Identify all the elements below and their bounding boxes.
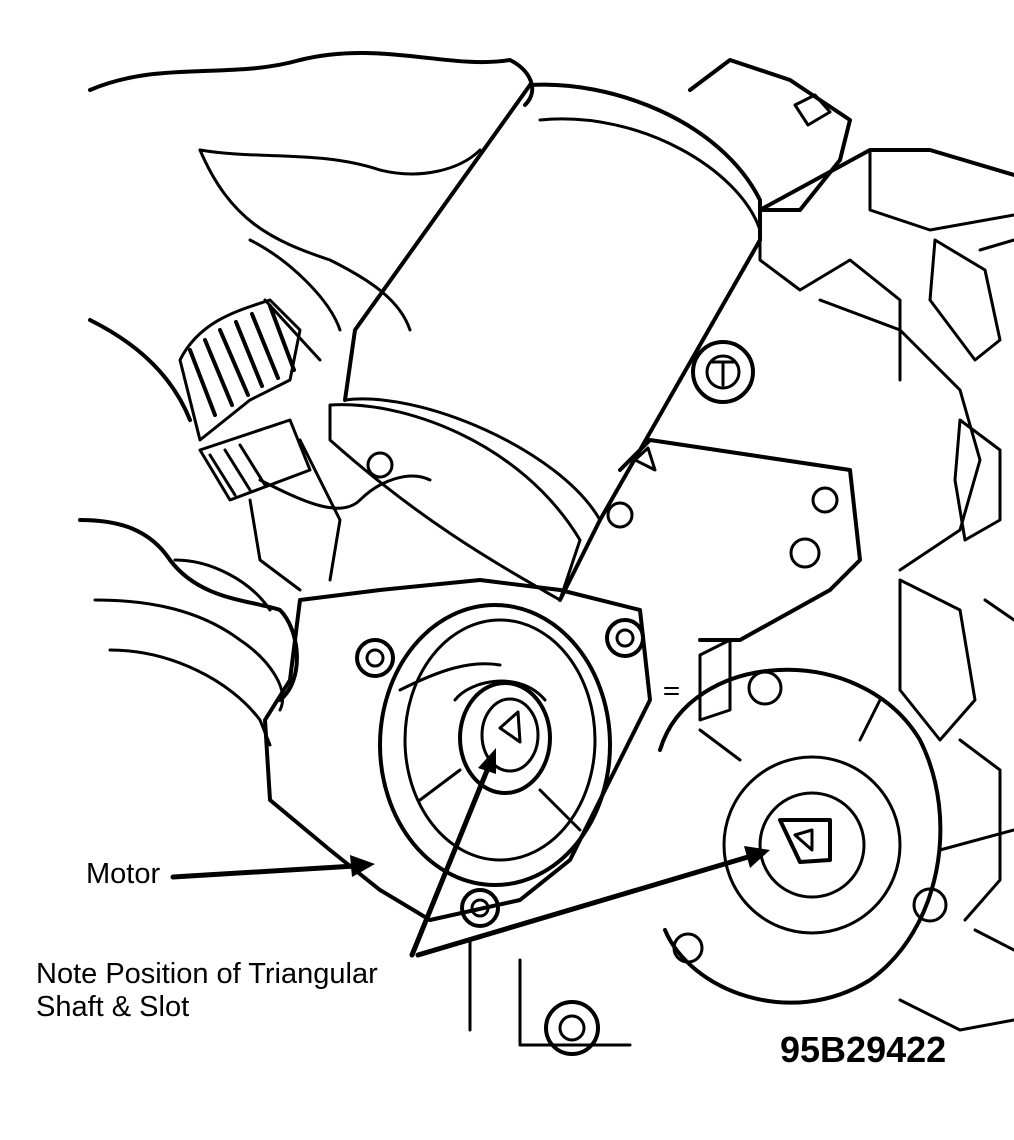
leader-arrows — [170, 748, 770, 958]
figure-code: 95B29422 — [780, 1029, 947, 1070]
motor-end-cap — [263, 578, 652, 928]
shift-shaft-housing — [658, 668, 948, 1005]
transfer-case-housing — [468, 58, 1014, 1056]
technician-hands — [78, 50, 535, 747]
shaft-leader-line — [409, 765, 491, 958]
note-label-line-2: Shaft & Slot — [36, 991, 190, 1023]
motor-label: Motor — [86, 858, 161, 890]
slot-arrowhead — [744, 846, 770, 868]
motor-leader-line — [170, 863, 358, 880]
motor-arrowhead — [350, 855, 375, 877]
shaft-arrowhead — [478, 748, 496, 774]
slot-leader-line — [415, 854, 751, 958]
wiring-harness — [178, 298, 432, 592]
note-label-line-1: Note Position of Triangular — [36, 958, 378, 990]
shift-motor-body — [328, 82, 762, 602]
note-label: Note Position of Triangular Shaft & Slot — [36, 958, 378, 1024]
